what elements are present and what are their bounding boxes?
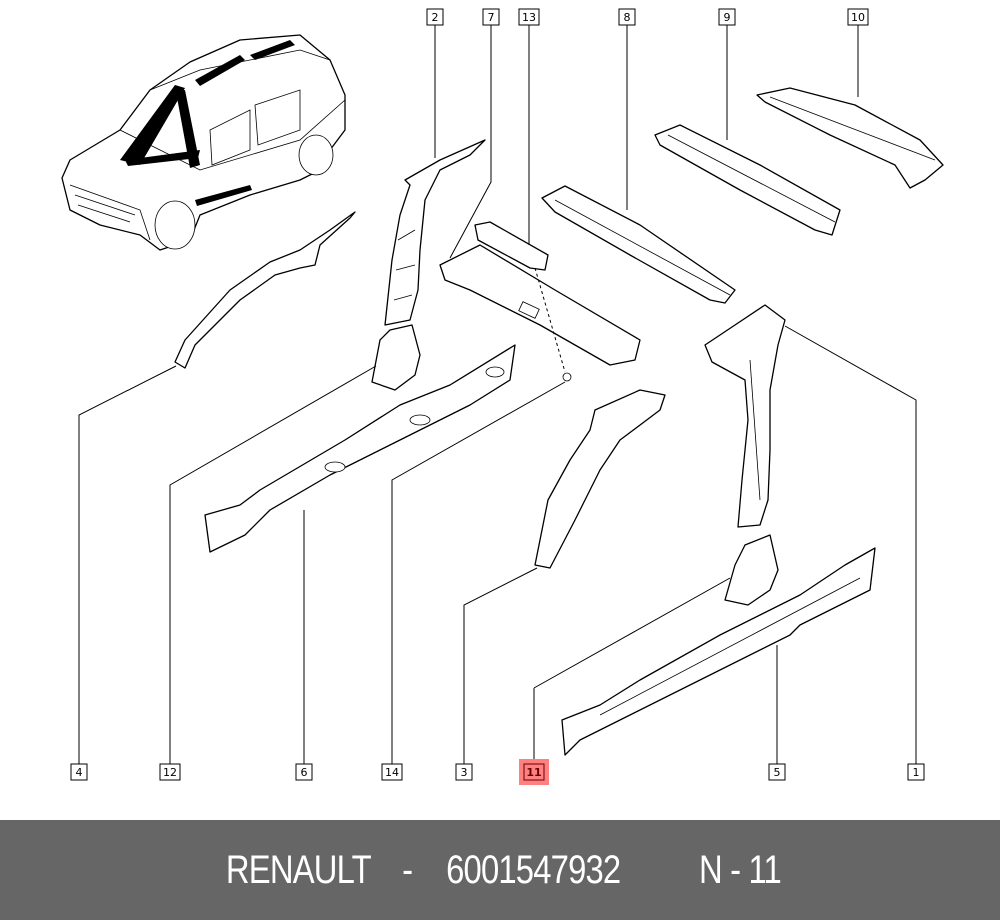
- callout-4[interactable]: 4: [70, 763, 88, 781]
- callout-1[interactable]: 1: [907, 763, 925, 781]
- svg-text:1: 1: [913, 766, 920, 779]
- part-4-roof-rail[interactable]: [174, 211, 356, 369]
- part-11-pillar-lower[interactable]: [724, 534, 779, 606]
- part-12-pillar-lower[interactable]: [371, 324, 421, 391]
- svg-text:12: 12: [163, 766, 177, 779]
- callout-5[interactable]: 5: [768, 763, 786, 781]
- part-14-fastener[interactable]: [562, 372, 572, 382]
- svg-text:9: 9: [724, 11, 731, 24]
- part-6-sill[interactable]: [204, 344, 516, 553]
- part-2-a-pillar[interactable]: [384, 139, 486, 326]
- callout-9[interactable]: 9: [718, 8, 736, 26]
- svg-text:10: 10: [851, 11, 865, 24]
- callout-7[interactable]: 7: [482, 8, 500, 26]
- part-5-sill-outer[interactable]: [561, 547, 876, 756]
- part-3-b-pillar[interactable]: [534, 389, 666, 569]
- callout-2[interactable]: 2: [426, 8, 444, 26]
- part-10-rear-header[interactable]: [756, 87, 944, 189]
- brand-name: RENAULT: [226, 847, 372, 892]
- part-number: 6001547932: [446, 847, 621, 892]
- svg-text:8: 8: [624, 11, 631, 24]
- svg-text:5: 5: [774, 766, 781, 779]
- callout-3[interactable]: 3: [455, 763, 473, 781]
- svg-text:7: 7: [488, 11, 495, 24]
- svg-text:14: 14: [385, 766, 399, 779]
- svg-text:3: 3: [461, 766, 468, 779]
- callout-6[interactable]: 6: [295, 763, 313, 781]
- car-illustration: [61, 34, 346, 251]
- svg-text:2: 2: [432, 11, 439, 24]
- callout-13[interactable]: 13: [518, 8, 540, 26]
- part-7-roof-front-member[interactable]: [439, 244, 641, 366]
- separator: -: [402, 847, 413, 892]
- exploded-view: 2 7 13 8 9 10 4 12 6 14 3 11 5 1: [61, 8, 944, 785]
- part-info-bar: RENAULT - 6001547932 N - 11: [0, 820, 1000, 920]
- callout-12[interactable]: 12: [159, 763, 181, 781]
- callout-10[interactable]: 10: [847, 8, 869, 26]
- svg-text:4: 4: [76, 766, 83, 779]
- callout-8[interactable]: 8: [618, 8, 636, 26]
- svg-text:11: 11: [526, 766, 541, 779]
- callout-14[interactable]: 14: [381, 763, 403, 781]
- part-8-roof-bow[interactable]: [541, 185, 736, 304]
- part-9-roof-bow[interactable]: [654, 124, 841, 236]
- svg-text:6: 6: [301, 766, 308, 779]
- callout-11-highlighted[interactable]: 11: [519, 759, 549, 785]
- part-13-reinforcement[interactable]: [474, 221, 549, 271]
- leader-lines: [78, 25, 917, 764]
- position-label: N - 11: [698, 847, 782, 892]
- svg-text:13: 13: [522, 11, 536, 24]
- part-1-b-pillar-outer[interactable]: [704, 304, 786, 528]
